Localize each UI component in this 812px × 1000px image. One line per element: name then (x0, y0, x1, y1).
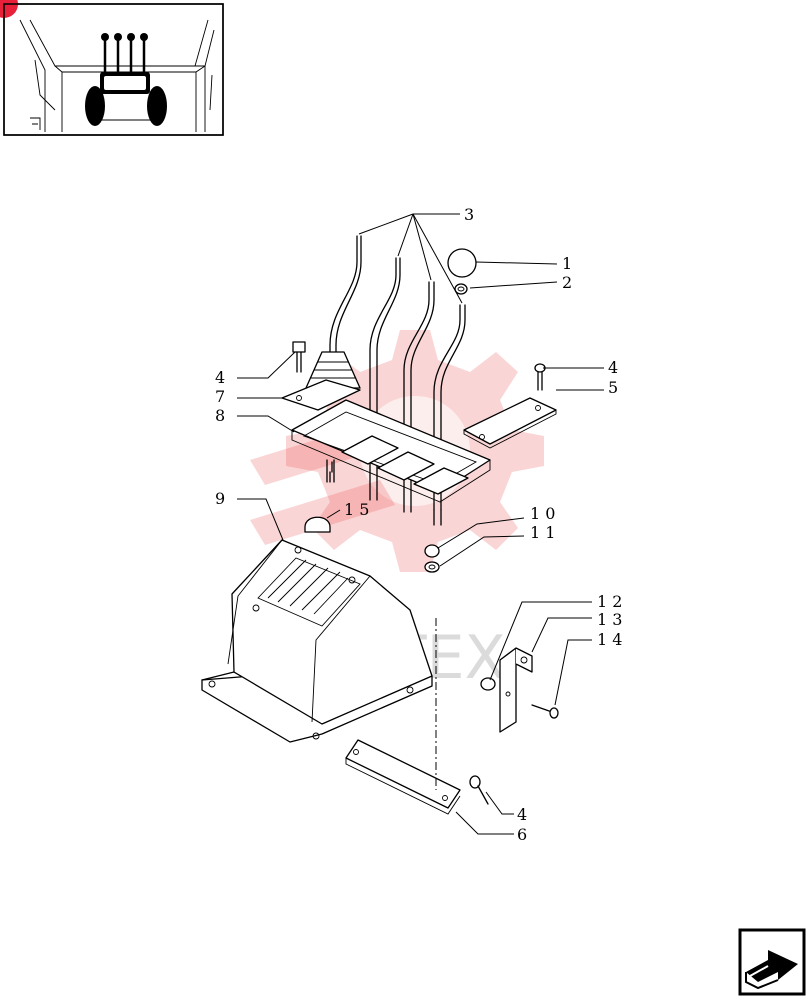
lever-frame-8 (291, 399, 491, 503)
label-4-right: 4 (608, 358, 618, 377)
label-4-bottom: 4 (517, 805, 527, 824)
knob-1 (447, 248, 477, 278)
label-13: 1 3 (597, 610, 622, 629)
washer-11 (424, 561, 440, 573)
next-page-arrow-icon[interactable] (738, 928, 806, 996)
label-7: 7 (215, 387, 225, 406)
label-8: 8 (215, 406, 225, 425)
thumbnail-location-view (0, 0, 224, 136)
lever-boot (305, 351, 361, 389)
bracket-13 (499, 647, 533, 733)
label-11: 1 1 (530, 523, 555, 542)
bolt-4-left (292, 341, 306, 373)
leader-lines (237, 213, 604, 835)
label-10: 1 0 (530, 504, 555, 523)
washer-10 (424, 544, 440, 558)
cover-plate-6 (345, 739, 461, 815)
label-6: 6 (517, 825, 527, 844)
bolt-4-bottom (469, 775, 489, 805)
plug-15 (304, 516, 331, 533)
label-5: 5 (608, 378, 618, 397)
control-levers (326, 235, 466, 526)
label-1: 1 (562, 254, 572, 273)
bushing-12 (480, 677, 496, 691)
label-15: 1 5 (344, 500, 369, 519)
label-14: 1 4 (597, 630, 622, 649)
callout-labels: 3 1 2 4 7 8 4 5 9 1 5 1 0 1 1 1 2 1 3 1 … (215, 205, 622, 844)
label-3: 3 (464, 205, 474, 224)
screw-14 (531, 704, 559, 719)
cover-plate-5 (463, 397, 557, 449)
cover-plate-7 (281, 379, 361, 411)
label-12: 1 2 (597, 592, 622, 611)
label-2: 2 (562, 273, 572, 292)
label-9: 9 (215, 489, 225, 508)
label-4-left: 4 (215, 368, 225, 387)
washer-2 (454, 283, 468, 295)
console-cover-9 (201, 539, 433, 743)
